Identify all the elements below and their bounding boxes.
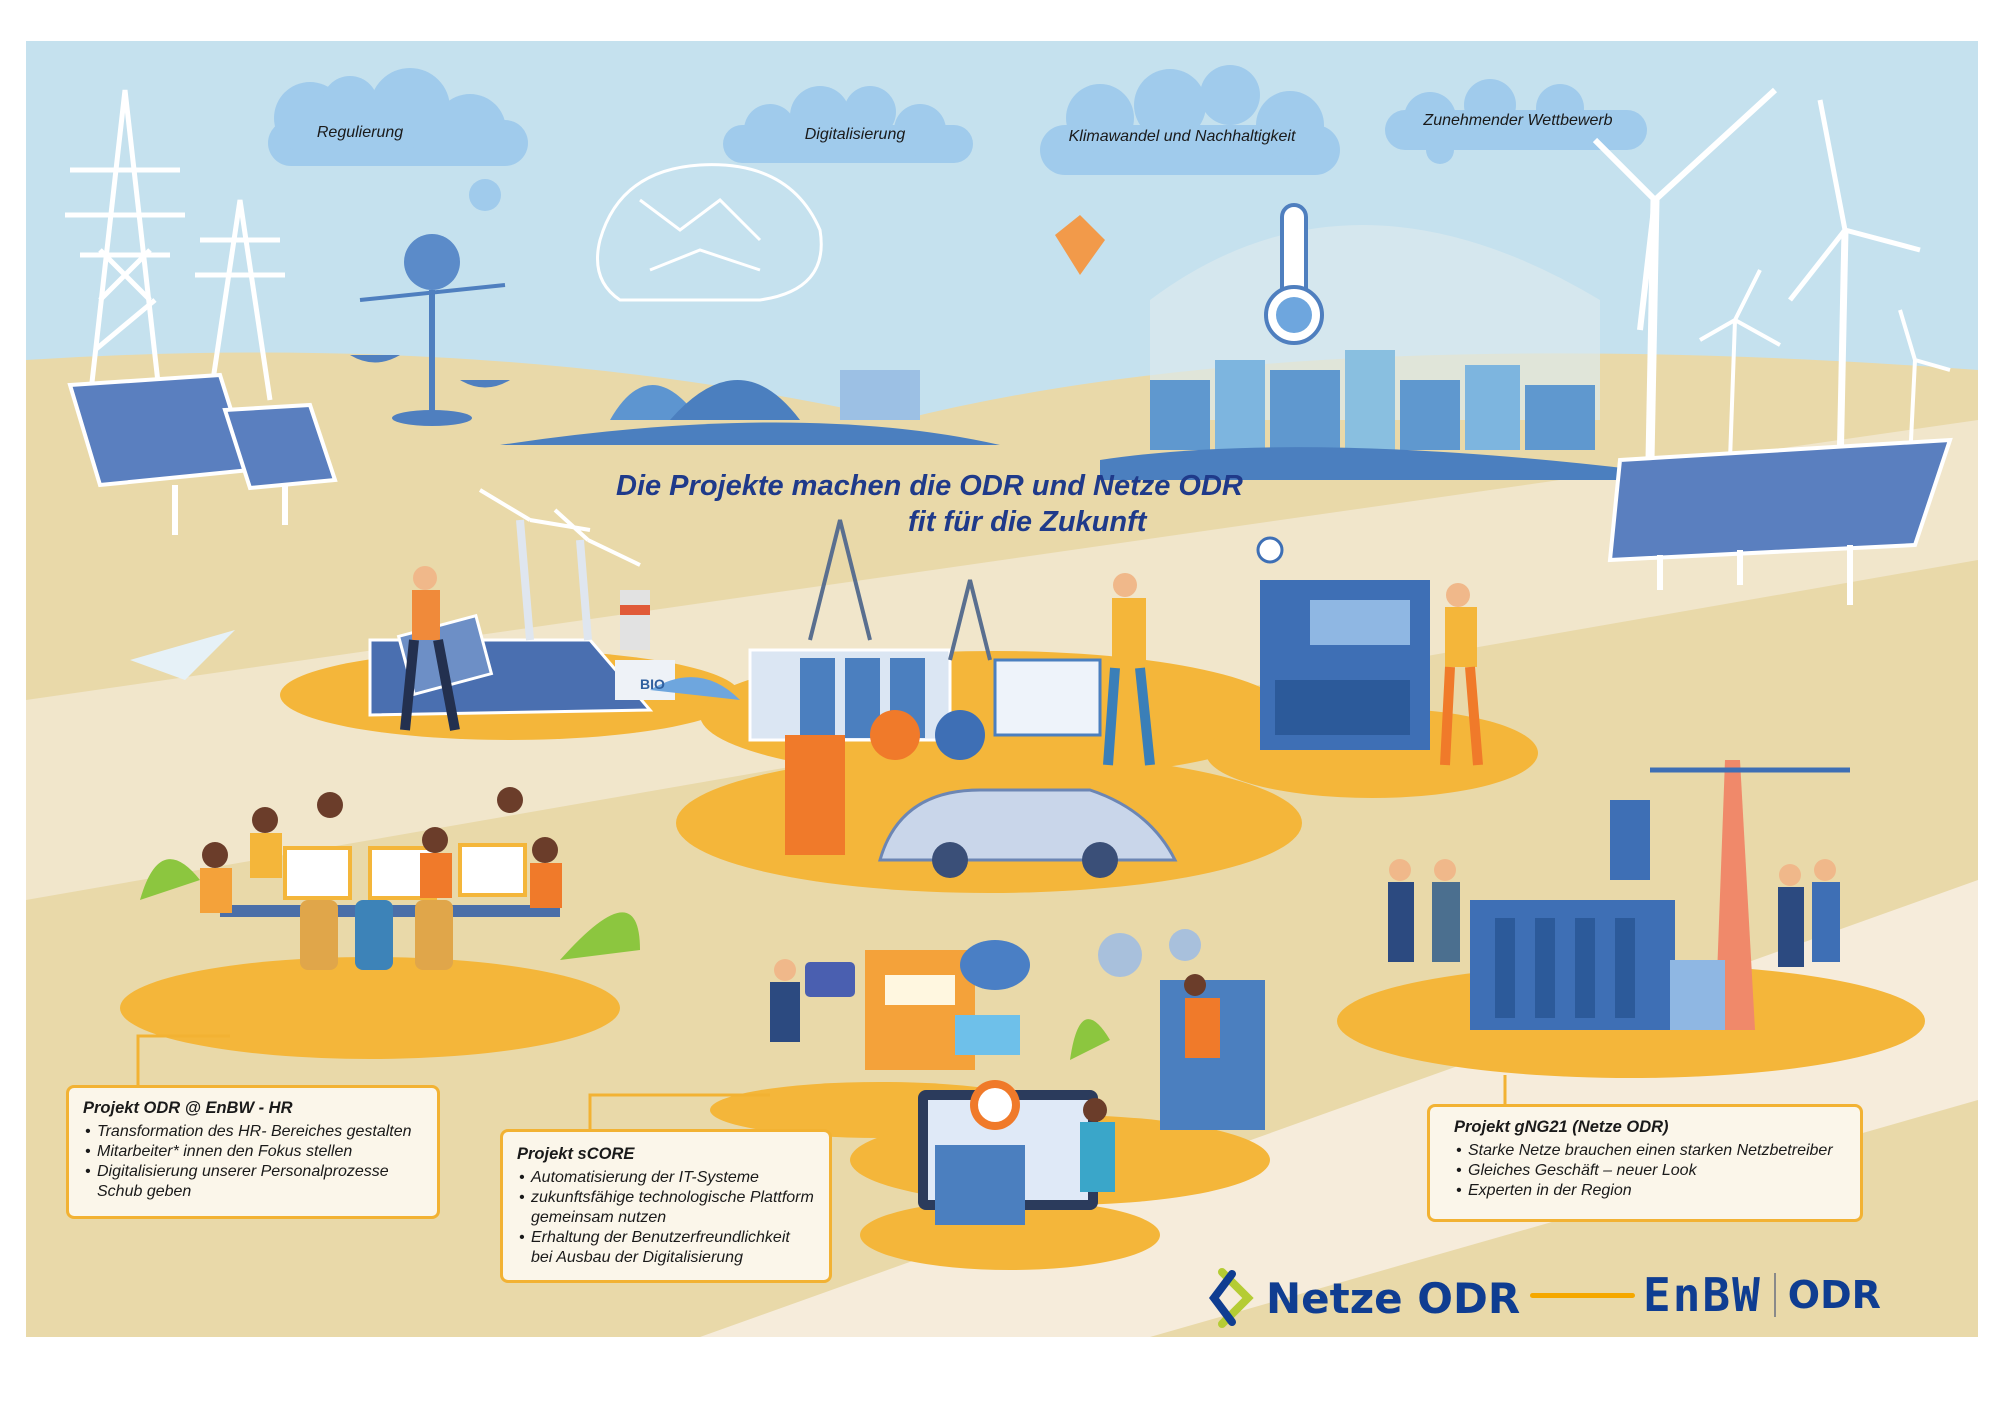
enbw-odr-logo: EnBW ODR	[1643, 1268, 1881, 1322]
thermometer-icon	[1264, 203, 1324, 345]
logo-divider-line	[1530, 1293, 1635, 1298]
grid-infrastructure	[748, 519, 1178, 878]
project-box-hr: Projekt ODR @ EnBW - HR Transformation d…	[66, 1085, 440, 1219]
logo-separator	[1773, 1273, 1776, 1317]
cloud-label-wettbewerb: Zunehmender Wettbewerb	[1423, 112, 1613, 129]
project-bullet: Automatisierung der IT-Systeme	[519, 1168, 815, 1188]
headline-line-2: fit für die Zukunft	[908, 506, 1147, 538]
project-bullet: zukunftsfähige technologische Plattform …	[519, 1188, 815, 1228]
project-title: Projekt gNG21 (Netze ODR)	[1454, 1118, 1669, 1136]
project-bullet: Mitarbeiter* innen den Fokus stellen	[85, 1142, 423, 1162]
scales-icon	[350, 234, 510, 426]
platform-hr-team	[120, 957, 620, 1059]
headline-line-1: Die Projekte machen die ODR und Netze OD…	[616, 470, 1243, 502]
cloud-label-regulierung: Regulierung	[316, 124, 404, 141]
gng21-illustration	[1388, 760, 1850, 1030]
project-bullet: Experten in der Region	[1456, 1181, 1846, 1201]
circuit-brain-icon	[596, 163, 823, 302]
cloud-regulierung	[268, 68, 528, 211]
cloud-klimawandel	[1040, 65, 1340, 175]
project-box-score: Projekt sCORE Automatisierung der IT-Sys…	[500, 1129, 832, 1283]
project-title: Projekt sCORE	[517, 1145, 635, 1163]
project-box-gng21: Projekt gNG21 (Netze ODR) Starke Netze b…	[1427, 1104, 1863, 1222]
cloud-label-klimawandel: Klimawandel und Nachhaltigkeit	[1068, 128, 1296, 145]
connector-lines	[136, 1034, 1507, 1129]
cloud-label-digitalisierung: Digitalisierung	[804, 126, 906, 143]
score-illustration	[770, 929, 1265, 1225]
netze-odr-logo: Netze ODR	[1208, 1268, 1520, 1328]
project-bullet: Digitalisierung unserer Personalprozesse…	[85, 1162, 423, 1202]
bio-label: BIO	[640, 676, 665, 692]
city-skyline	[1100, 350, 1640, 480]
cloud-wettbewerb	[1385, 79, 1647, 164]
enbw-logo-text: EnBW	[1643, 1268, 1762, 1322]
worker-with-panel	[396, 566, 494, 731]
solar-panel-right	[1607, 437, 1953, 605]
project-bullet: Starke Netze brauchen einen starken Netz…	[1456, 1141, 1846, 1161]
odr-logo-text: ODR	[1787, 1273, 1881, 1317]
hr-team-illustration	[140, 787, 640, 970]
kite-icon	[1055, 215, 1105, 275]
wind-turbine-icon	[1592, 87, 1951, 471]
project-title: Projekt ODR @ EnBW - HR	[83, 1099, 293, 1117]
substation-machine	[1256, 536, 1483, 766]
project-bullet: Gleiches Geschäft – neuer Look	[1456, 1161, 1846, 1181]
biogas-plant	[500, 370, 1000, 445]
project-bullet: Erhaltung der Benutzerfreundlichkeit bei…	[519, 1228, 815, 1268]
paper-plane-icon	[130, 630, 235, 680]
power-pylon-icon	[65, 89, 285, 401]
project-bullet: Transformation des HR- Bereiches gestalt…	[85, 1122, 423, 1142]
netze-odr-logo-text: Netze ODR	[1266, 1273, 1521, 1323]
cloud-digitalisierung	[723, 86, 973, 163]
solar-panel-left	[67, 372, 338, 535]
netze-odr-logo-mark-icon	[1209, 1268, 1254, 1328]
